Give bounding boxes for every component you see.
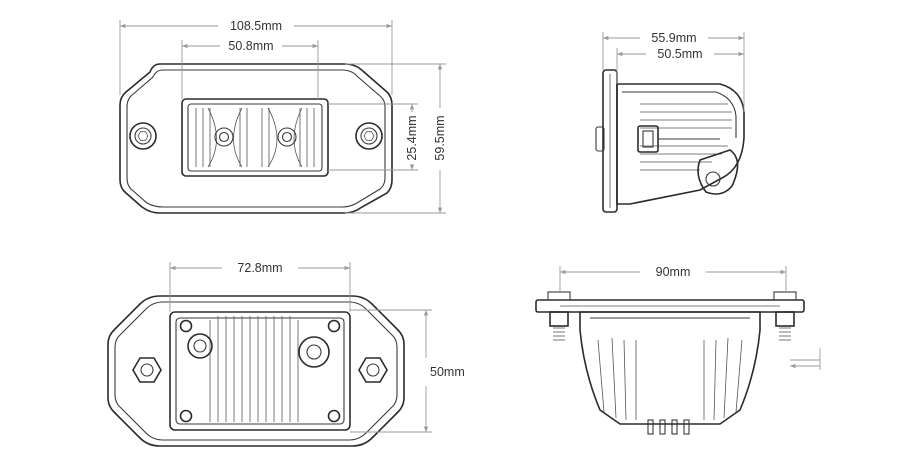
mount-bolt-right	[355, 122, 383, 150]
side-view: 55.9mm 50.5mm	[595, 31, 745, 213]
dim-front-width: 108.5mm	[230, 19, 282, 33]
dim-lens-width: 50.8mm	[228, 39, 273, 53]
dim-front-height: 59.5mm	[433, 115, 447, 160]
lens-ribs	[195, 107, 315, 168]
bottom-pins	[647, 419, 690, 435]
rear-boss-right	[298, 336, 330, 368]
rear-fins	[209, 316, 299, 422]
mount-bolt-left	[129, 122, 157, 150]
bottom-bolt-right	[773, 291, 797, 341]
dim-side-depth-total: 55.9mm	[651, 31, 696, 45]
dim-rear-width: 72.8mm	[237, 261, 282, 275]
rear-nut-left	[132, 357, 162, 383]
bottom-view: 90mm	[535, 265, 821, 435]
dim-rear-height: 50mm	[430, 365, 465, 379]
dim-bottom-width: 90mm	[656, 265, 691, 279]
bottom-bolt-left	[547, 291, 571, 341]
dim-lens-height: 25.4mm	[405, 115, 419, 160]
rear-view: 72.8mm 50mm	[107, 261, 465, 447]
rear-screws	[179, 319, 341, 423]
led-left	[214, 127, 234, 147]
rear-boss-left	[187, 333, 213, 359]
bottom-fins	[597, 337, 743, 421]
side-fins	[640, 103, 732, 171]
front-view: 108.5mm 50.8mm 25.4mm 59.5mm	[119, 19, 447, 214]
dim-side-depth-body: 50.5mm	[657, 47, 702, 61]
led-right	[277, 127, 297, 147]
rear-nut-right	[358, 357, 388, 383]
